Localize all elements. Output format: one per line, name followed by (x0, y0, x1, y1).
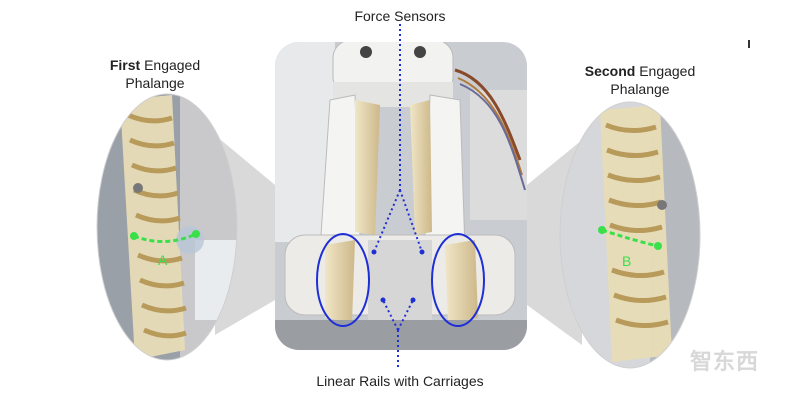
first-label-rest: Engaged (140, 57, 201, 73)
center-photo (275, 42, 527, 350)
marker-b: B (622, 253, 631, 269)
first-phalange-zoom (97, 94, 237, 360)
contact-path-b (598, 226, 662, 250)
second-phalange-outline (559, 101, 701, 369)
first-phalange-label: First Engaged Phalange (60, 56, 250, 92)
second-label-bold: Second (584, 63, 636, 79)
force-sensors-label: Force Sensors (354, 8, 446, 24)
force-sensor-leader-right (399, 189, 423, 253)
second-phalange-zoom (560, 102, 700, 368)
second-phalange-label: Second Engaged Phalange (540, 62, 740, 98)
first-phalange-outline (96, 93, 238, 361)
second-label-rest: Engaged (635, 63, 696, 79)
left-phalange-ellipse (316, 233, 370, 327)
contact-path-a (130, 230, 200, 244)
linear-rails-label: Linear Rails with Carriages (316, 373, 484, 389)
first-label-bold: First (109, 57, 141, 73)
second-label-line2: Phalange (610, 81, 670, 97)
first-label-line2: Phalange (125, 75, 185, 91)
rail-leader-left (382, 299, 399, 331)
rail-leader-right (397, 299, 414, 331)
force-sensor-leader-left (373, 189, 401, 253)
corner-mark (748, 40, 750, 48)
right-phalange-ellipse (431, 233, 485, 327)
watermark-logo: 智东西 (690, 349, 760, 374)
marker-a: A (158, 252, 168, 268)
annotation-overlay (316, 24, 485, 370)
